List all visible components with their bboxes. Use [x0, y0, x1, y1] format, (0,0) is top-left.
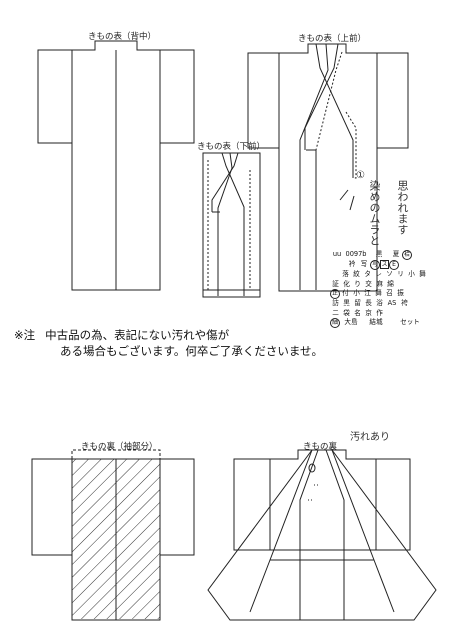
- spec-cell: 袴: [401, 299, 408, 308]
- spec-cell: 袋: [343, 308, 350, 317]
- spec-cell-circled: 正: [330, 289, 340, 300]
- spec-cell-circled: 紬: [330, 318, 340, 329]
- spec-cell: り: [354, 279, 361, 288]
- spec-cell: 綿: [387, 279, 394, 288]
- spec-row-3: 落 紋 タ レ ソ リ 小 舞: [330, 270, 448, 280]
- spec-cell-square: ス: [380, 260, 389, 269]
- spec-cell: 召: [386, 289, 393, 298]
- spec-cell: 二: [332, 308, 339, 317]
- spec-code: 0097b: [345, 250, 367, 258]
- label-kimono-lining-sleeve: きもの裏（袖部分）: [81, 442, 158, 452]
- spec-cell: 証: [332, 279, 339, 288]
- spec-row-code: uu 0097b 黒 夏 袷: [330, 250, 448, 260]
- spec-cell-circled: E: [389, 260, 399, 270]
- spec-cell: 落: [342, 270, 349, 278]
- spec-cell: 化: [343, 279, 350, 288]
- spec-cell: 名: [354, 308, 361, 317]
- spec-cell: 小: [408, 270, 415, 278]
- spec-cell: 長: [365, 299, 372, 308]
- spec-cell: リ: [397, 270, 404, 278]
- spec-table: uu 0097b 黒 夏 袷 衿 写 写 ス E 落 紋 タ レ ソ リ 小 舞…: [330, 250, 448, 329]
- spec-cell: 舞: [419, 270, 426, 278]
- spec-row-4: 証 化 り 交 麻 綿: [330, 280, 448, 290]
- annotation-stain: 汚れあり: [350, 432, 390, 443]
- spec-cell: 衿: [348, 260, 356, 268]
- spec-cell: 写: [360, 260, 368, 268]
- spec-cell-circled: 写: [370, 260, 380, 270]
- notice-text: ※注中古品の為、表記にない汚れや傷が ある場合もございます。何卒ご了承くださいま…: [14, 327, 323, 359]
- spec-cell: タ: [364, 270, 371, 278]
- annotation-marker: ①: [356, 170, 365, 181]
- spec-cell: 京: [365, 308, 372, 317]
- kimono-lining-sleeve-outline: [31, 449, 195, 621]
- spec-cell: 夏: [392, 250, 400, 258]
- spec-row-5: 正 付 小 江 舞 召 振: [330, 289, 448, 300]
- spec-cell: セット: [400, 318, 420, 327]
- spec-cell: 麻: [376, 279, 383, 288]
- spec-code-prefix: uu: [332, 250, 342, 258]
- notice-line-2: ある場合もございます。何卒ご了承くださいませ。: [60, 344, 324, 358]
- spec-cell: AS: [387, 299, 397, 308]
- spec-row-2: 衿 写 写 ス E: [330, 260, 448, 270]
- spec-cell: 交: [365, 279, 372, 288]
- spec-cell: 留: [354, 299, 361, 308]
- spec-cell: 紋: [353, 270, 360, 278]
- annotation-dye-unevenness-2: 思われます: [396, 180, 409, 235]
- spec-cell: 振: [397, 289, 404, 298]
- spec-row-6: 訪 黒 留 長 浴 AS 袴: [330, 299, 448, 309]
- label-kimono-front-lower: きもの表（下前）: [197, 142, 266, 152]
- annotation-dye-unevenness: 染めのムラと: [368, 180, 381, 246]
- spec-cell: 作: [376, 308, 383, 317]
- notice-line-1: 中古品の為、表記にない汚れや傷が: [45, 328, 230, 342]
- spec-cell: 黒: [343, 299, 350, 308]
- spec-cell: 付: [342, 289, 349, 298]
- notice-prefix: ※注: [14, 328, 36, 342]
- spec-row-7: 二 袋 名 京 作: [330, 309, 448, 319]
- spec-cell-circled: 袷: [402, 250, 412, 260]
- label-kimono-lining: きもの裏: [303, 442, 338, 452]
- label-kimono-back: きもの表（背中）: [88, 32, 157, 42]
- spec-cell: 結城: [369, 318, 383, 327]
- spec-cell: 訪: [332, 299, 339, 308]
- label-kimono-front-upper: きもの表（上前）: [298, 34, 367, 44]
- spec-cell: 大島: [344, 318, 358, 327]
- kimono-front-upper-outline: [247, 43, 409, 292]
- spec-cell: 舞: [375, 289, 382, 298]
- spec-row-8: 紬 大島 結城 セット: [330, 318, 448, 329]
- spec-cell: 浴: [376, 299, 383, 308]
- spec-cell: 黒: [375, 250, 383, 258]
- kimono-back-outline: [37, 40, 195, 291]
- spec-cell: 小: [353, 289, 360, 298]
- kimono-front-lower-outline: [202, 152, 261, 298]
- kimono-lining-outline: [207, 449, 437, 621]
- spec-cell: 江: [364, 289, 371, 298]
- spec-cell: ソ: [386, 270, 393, 278]
- spec-cell: レ: [375, 270, 382, 278]
